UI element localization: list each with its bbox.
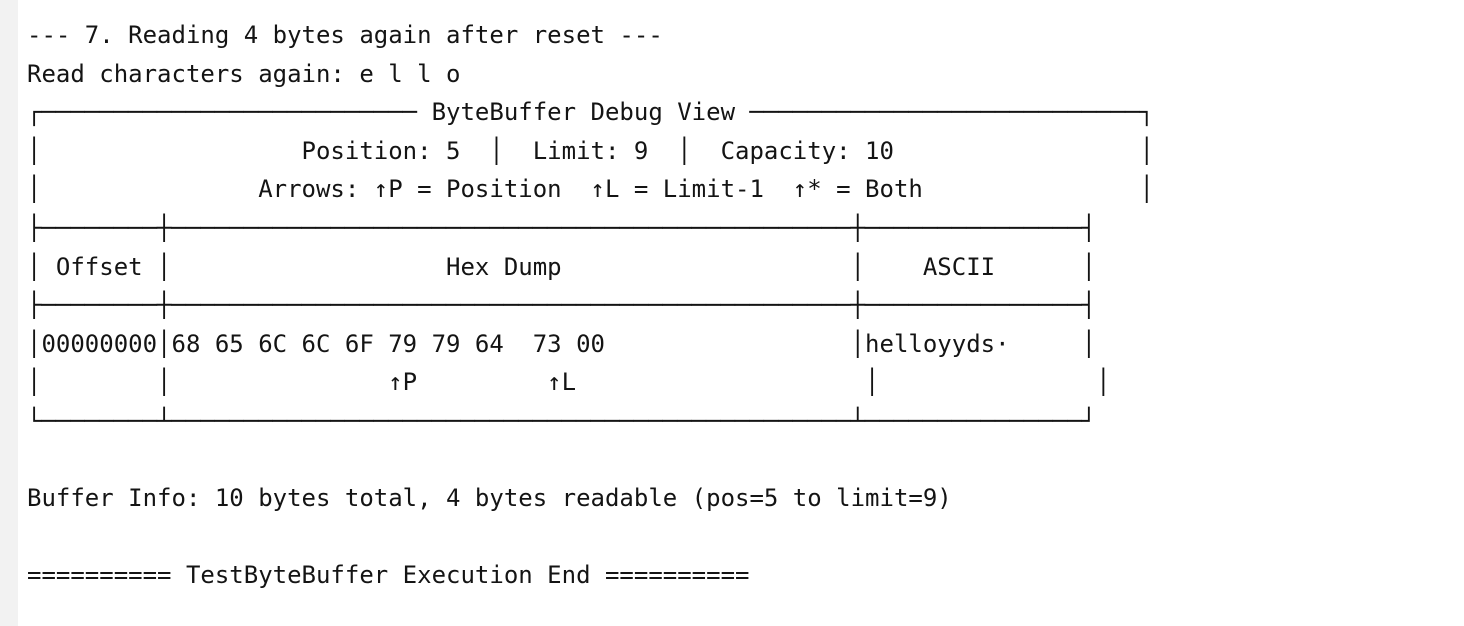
debug-box-top-border: ┌────────────────────────── ByteBuffer D… [27,98,1155,127]
buffer-info: Buffer Info: 10 bytes total, 4 bytes rea… [27,484,952,513]
hex-table-bottom-border: └────────┴──────────────────────────────… [27,406,1097,435]
hex-table-top-border: ├────────┼──────────────────────────────… [27,213,1097,242]
execution-end: ========== TestByteBuffer Execution End … [27,561,750,590]
hex-table-arrow-row: │ │ ↑P ↑L │ │ [27,368,1111,397]
debug-box-status-line: │ Position: 5 │ Limit: 9 │ Capacity: 10 … [27,136,1155,165]
terminal-output: --- 7. Reading 4 bytes again after reset… [27,21,1155,590]
read-result: Read characters again: e l l o [27,59,461,88]
debug-box-legend-line: │ Arrows: ↑P = Position ↑L = Limit-1 ↑* … [27,175,1155,204]
blank-line [27,518,1154,557]
blank-line [27,441,1154,480]
left-gutter [0,0,18,626]
section-heading: --- 7. Reading 4 bytes again after reset… [27,21,663,49]
hex-table-header-row: │ Offset │ Hex Dump │ ASCII │ [27,252,1097,281]
hex-table-mid-border: ├────────┼──────────────────────────────… [27,291,1097,320]
hex-table-data-row: │00000000│68 65 6C 6C 6F 79 79 64 73 00 … [27,329,1097,358]
